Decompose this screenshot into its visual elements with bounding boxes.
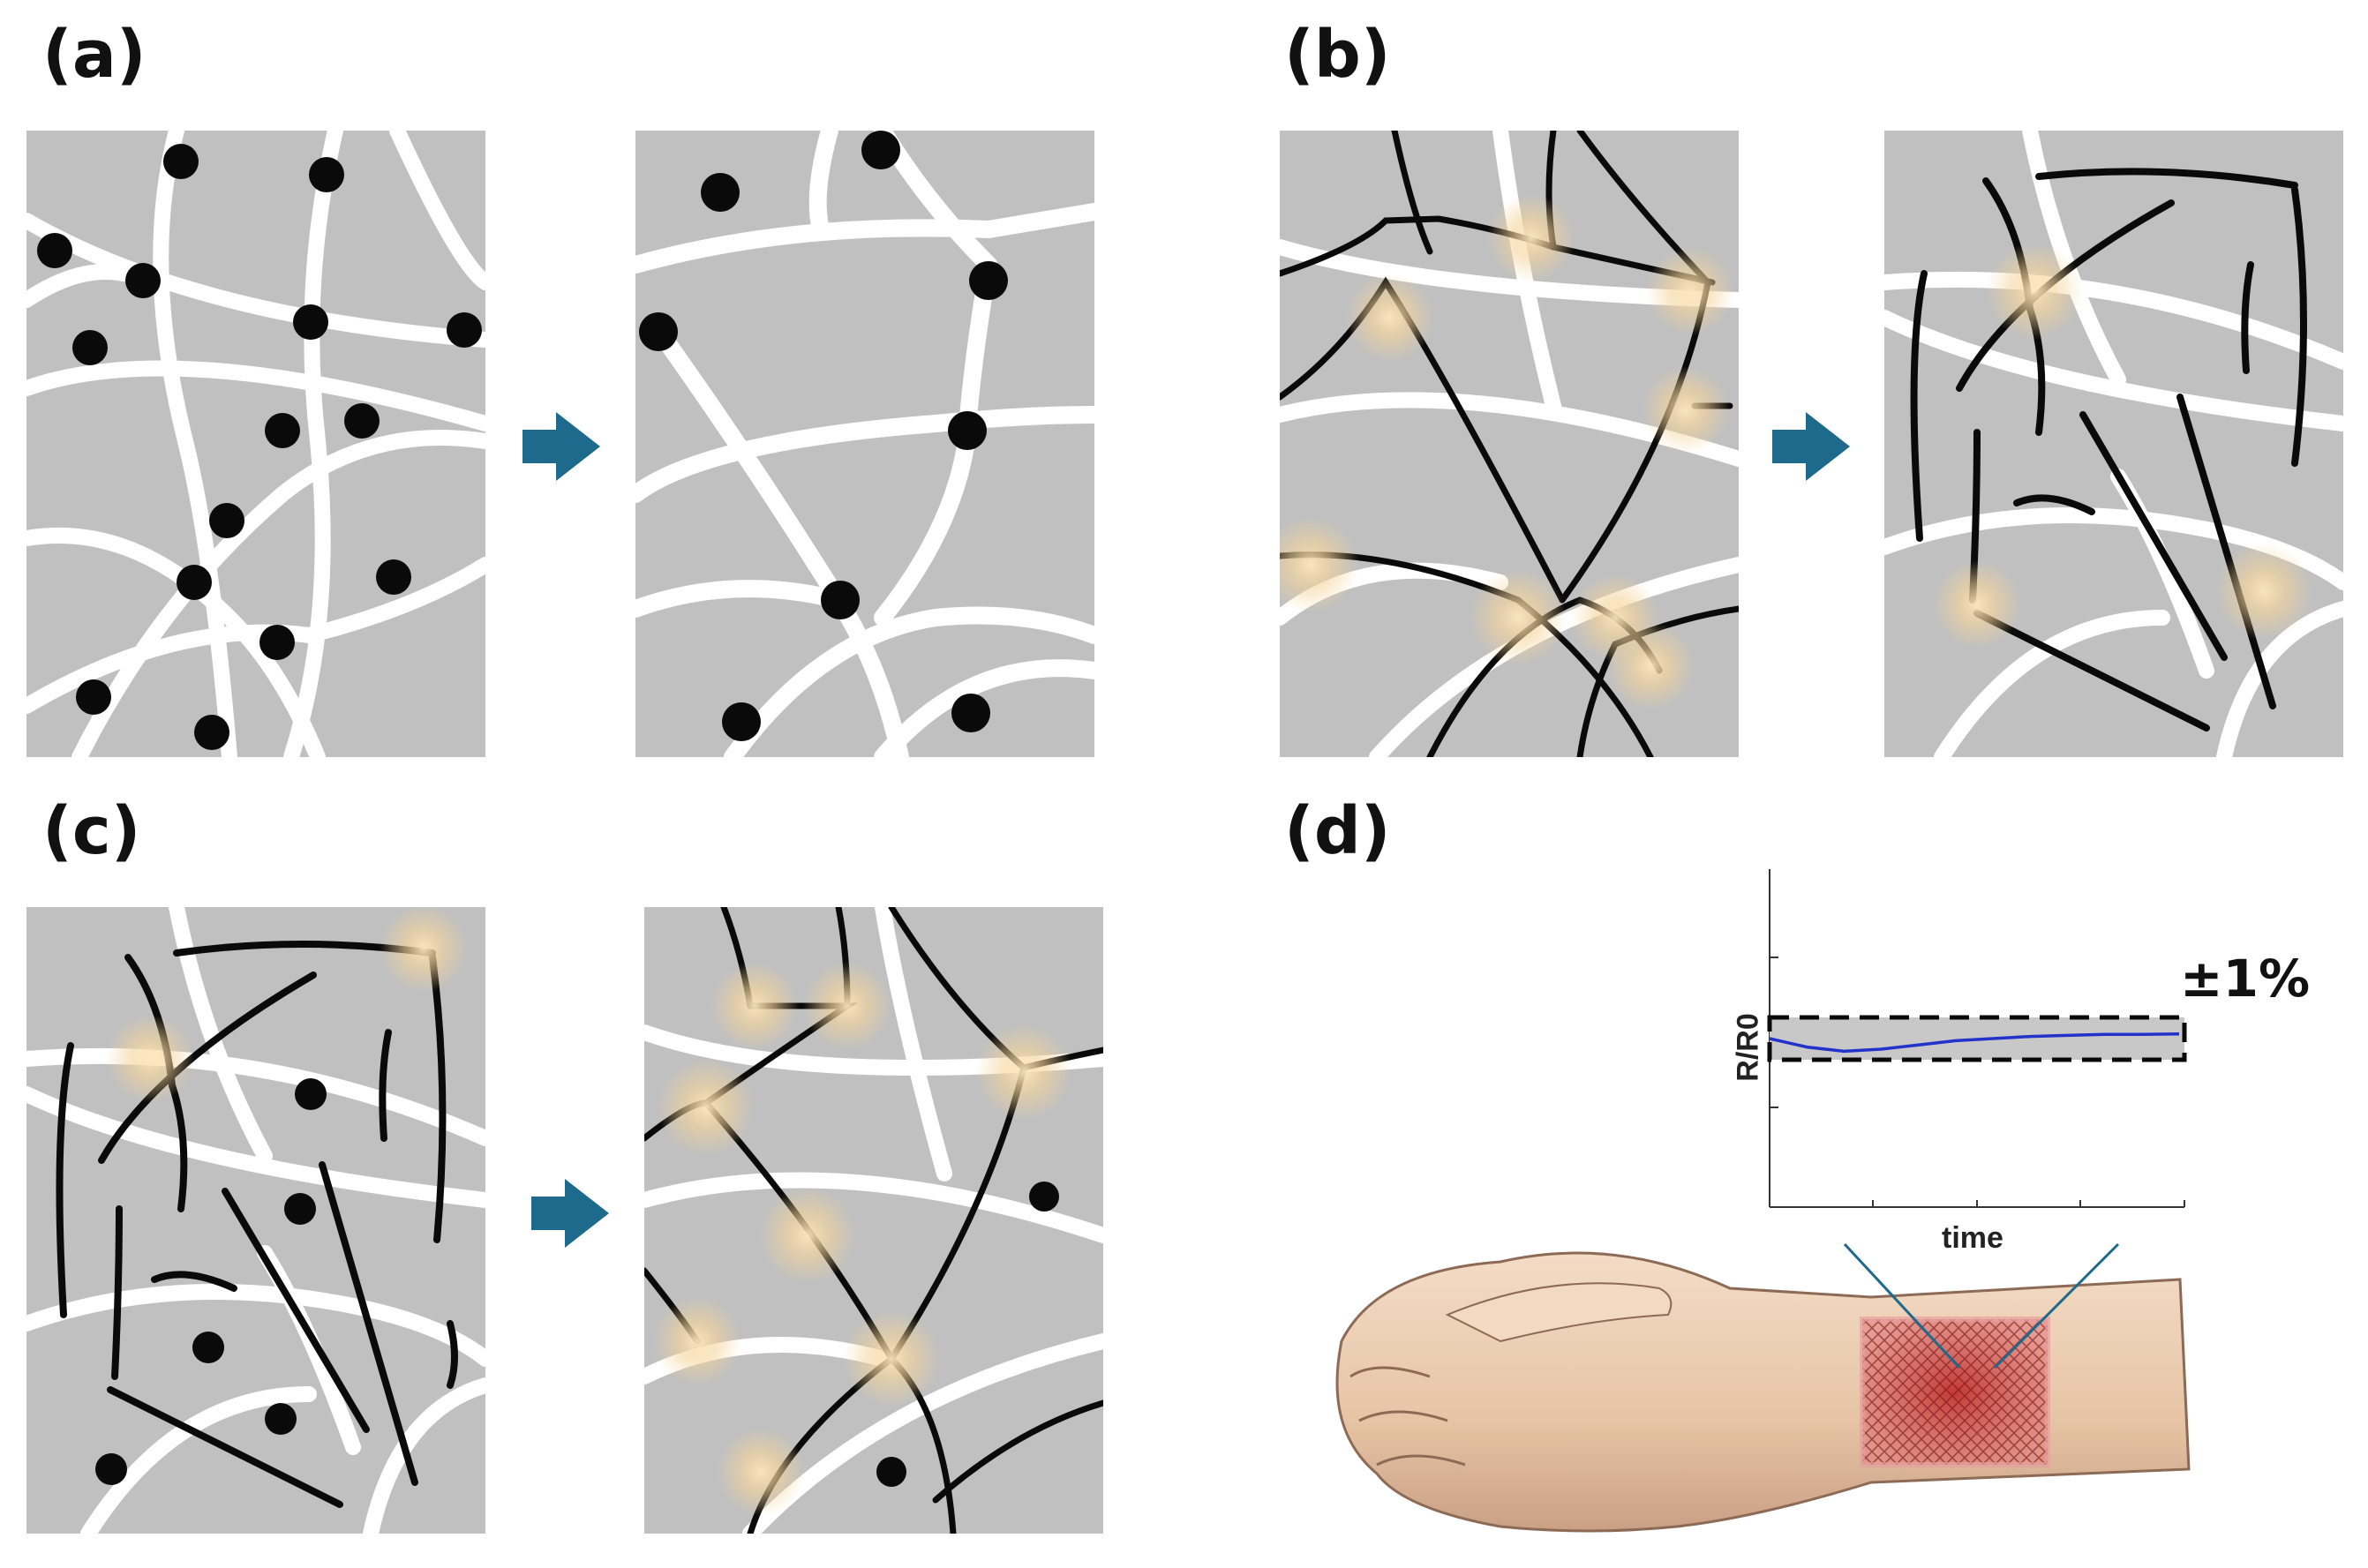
y-axis-label: R/R0 <box>1733 1013 1763 1081</box>
panel-c-after <box>644 907 1103 1534</box>
inset-chart <box>1770 869 2184 1207</box>
y-ticks <box>1770 957 1778 1207</box>
panel-b-before <box>1262 131 1739 757</box>
x-axis-label: time <box>1942 1223 2003 1253</box>
tolerance-label: ±1% <box>2180 953 2310 1004</box>
panel-a-before <box>26 131 485 757</box>
panel-label-d: (d) <box>1284 799 1391 864</box>
panel-b-after <box>1884 131 2343 757</box>
panel-a-after <box>635 131 1094 757</box>
arrow-c <box>531 1179 609 1248</box>
arrow-a <box>522 412 600 481</box>
x-ticks <box>1770 1200 2184 1207</box>
arrow-b <box>1772 412 1850 481</box>
wrist-illustration <box>1337 1253 2189 1531</box>
panel-label-b: (b) <box>1284 22 1391 87</box>
panel-c-before <box>26 904 485 1534</box>
panel-label-c: (c) <box>42 799 141 864</box>
panel-label-a: (a) <box>42 22 147 87</box>
